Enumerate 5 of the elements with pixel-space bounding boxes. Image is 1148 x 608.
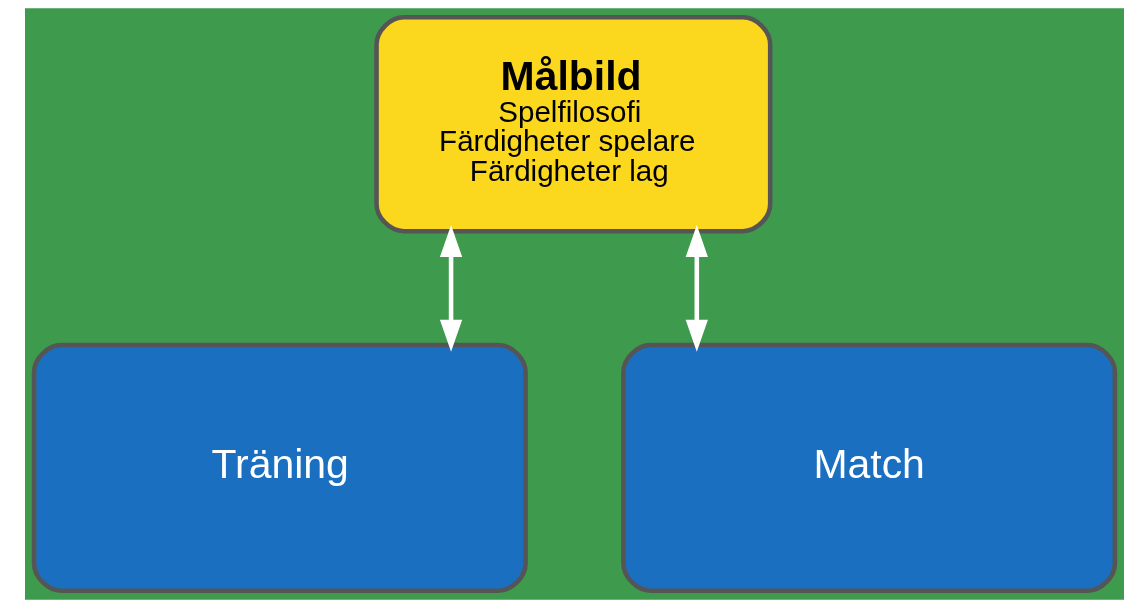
node-box: Match bbox=[620, 342, 1117, 593]
arrow bbox=[685, 225, 708, 352]
node-box: Träning bbox=[31, 342, 528, 593]
arrow bbox=[439, 225, 462, 352]
node-box: Målbild Spelfilosofi Färdigheter spelare Färdigheter lag bbox=[373, 15, 772, 234]
